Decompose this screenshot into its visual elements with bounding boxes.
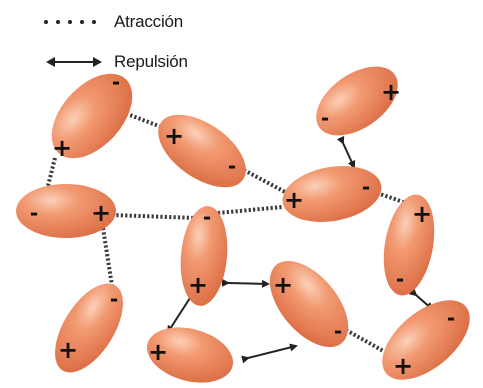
molecule-10: +	[141, 318, 239, 388]
positive-charge: +	[58, 336, 78, 364]
attraction-line	[112, 215, 196, 218]
negative-charge: -	[30, 201, 38, 225]
repulsion-arrow	[228, 283, 268, 284]
molecule-2: + -	[146, 100, 259, 202]
negative-charge: -	[321, 106, 329, 130]
positive-charge: +	[393, 352, 413, 380]
molecule-5: + -	[278, 159, 386, 230]
molecule-4: - +	[16, 184, 116, 238]
negative-charge: -	[447, 306, 455, 330]
attraction-line	[240, 168, 287, 193]
negative-charge: -	[396, 267, 404, 291]
repulsion-arrow	[168, 298, 190, 332]
attraction-line	[218, 207, 282, 213]
positive-charge: +	[52, 134, 72, 162]
molecule-7: + -	[377, 191, 442, 300]
molecule-6: - +	[177, 204, 232, 308]
negative-charge: -	[110, 287, 118, 311]
positive-charge: +	[91, 199, 111, 227]
attraction-line	[122, 112, 164, 128]
molecule-8: + -	[255, 247, 363, 361]
positive-charge: +	[284, 186, 304, 214]
repulsion-arrow	[248, 346, 296, 358]
negative-charge: -	[112, 70, 120, 94]
molecule-11: - +	[368, 285, 483, 388]
negative-charge: -	[334, 319, 342, 343]
positive-charge: +	[148, 338, 168, 366]
positive-charge: +	[164, 122, 184, 150]
positive-charge: +	[381, 78, 401, 106]
molecule-9: - +	[41, 272, 136, 383]
attraction-line	[103, 228, 113, 292]
negative-charge: -	[203, 205, 211, 229]
negative-charge: -	[362, 175, 370, 199]
repulsion-arrow	[343, 143, 354, 167]
positive-charge: +	[273, 271, 293, 299]
molecule-3: + -	[304, 52, 410, 149]
positive-charge: +	[412, 200, 432, 228]
negative-charge: -	[228, 154, 236, 178]
positive-charge: +	[188, 271, 208, 299]
